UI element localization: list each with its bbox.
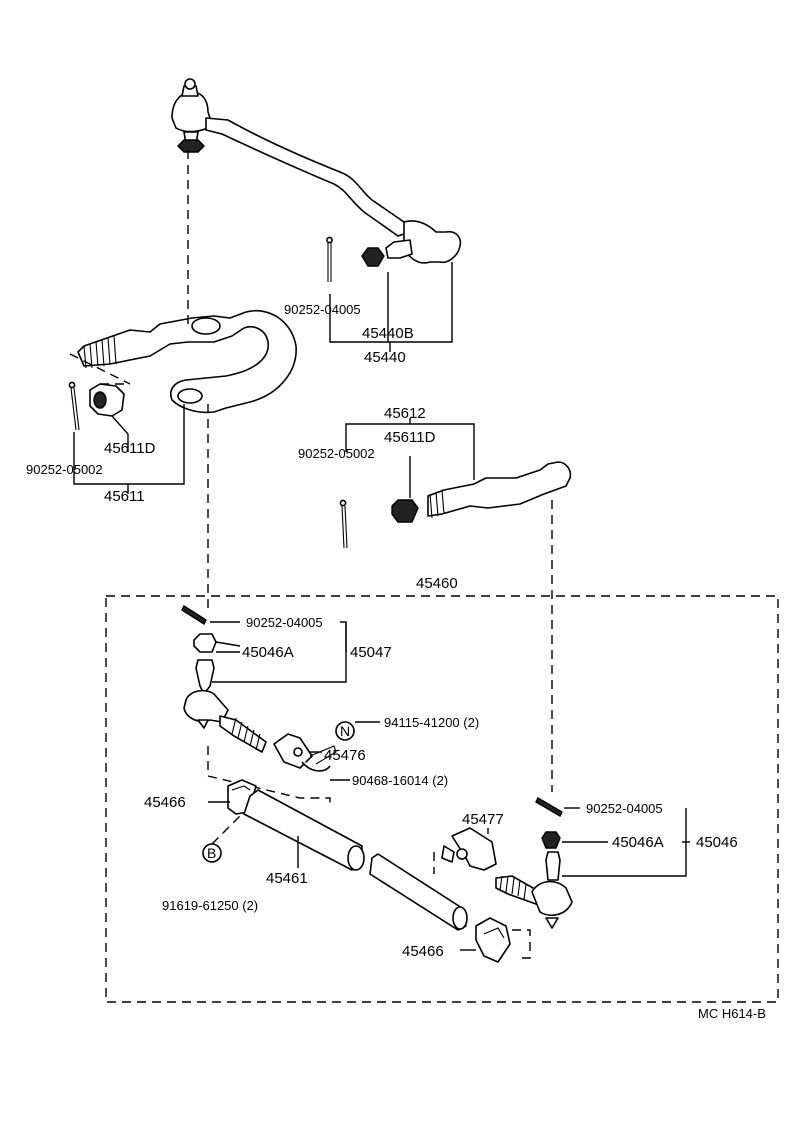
kit-callout-lines	[208, 621, 690, 951]
kit-box-45460	[105, 595, 779, 1003]
label-45440b: 45440B	[362, 325, 414, 342]
label-91619-61250: 91619-61250 (2)	[162, 898, 258, 913]
center-tie-rod-end-assembly	[339, 418, 572, 549]
label-45046: 45046	[696, 834, 738, 851]
marker-n: N	[340, 723, 350, 739]
dashed-leaders	[187, 150, 553, 792]
label-45466-right: 45466	[402, 943, 444, 960]
label-45046a-left: 45046A	[242, 644, 294, 661]
label-90252-05002-left: 90252-05002	[26, 462, 103, 477]
label-90252-04005-kit-left: 90252-04005	[246, 615, 323, 630]
label-45440: 45440	[364, 349, 406, 366]
label-45611d-left: 45611D	[104, 440, 156, 457]
label-45047: 45047	[350, 644, 392, 661]
label-90468-16014: 90468-16014 (2)	[352, 773, 448, 788]
label-90252-04005-kit-right: 90252-04005	[586, 801, 663, 816]
label-45477: 45477	[462, 811, 504, 828]
left-arm-assembly	[68, 309, 297, 494]
label-45466-left: 45466	[144, 794, 186, 811]
label-90252-05002-center: 90252-05002	[298, 446, 375, 461]
label-45611d-center: 45611D	[384, 429, 436, 446]
drag-link-assembly	[171, 78, 462, 352]
label-45476: 45476	[324, 747, 366, 764]
label-94115-41200: 94115-41200 (2)	[384, 715, 479, 730]
diagram-code: MC H614-B	[698, 1006, 766, 1021]
label-45461: 45461	[266, 870, 308, 887]
marker-b: B	[207, 845, 216, 861]
part-number-labels: 90252-04005 45440B 45440 45611D 90252-05…	[26, 302, 766, 1021]
tie-rod-kit	[181, 604, 573, 963]
label-45046a-right: 45046A	[612, 834, 664, 851]
label-45612: 45612	[384, 405, 426, 422]
label-90252-04005-top: 90252-04005	[284, 302, 361, 317]
label-45460: 45460	[416, 575, 458, 592]
label-45611: 45611	[104, 488, 145, 505]
